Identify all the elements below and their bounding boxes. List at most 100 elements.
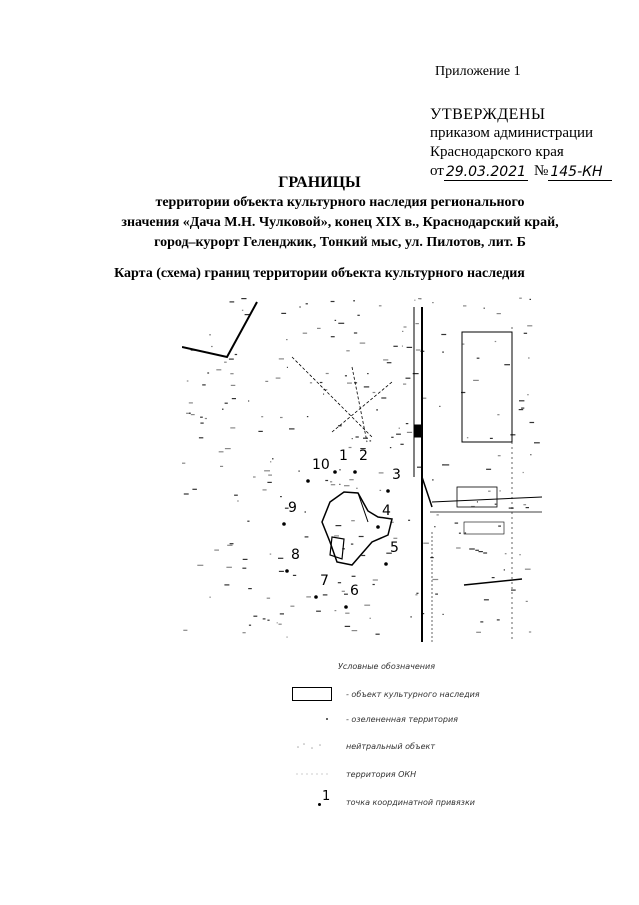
survey-mark	[353, 300, 355, 302]
survey-mark	[298, 470, 300, 472]
reference-point-marker	[282, 522, 286, 526]
reference-point-marker	[386, 489, 390, 493]
survey-mark	[330, 484, 336, 486]
heritage-object-outline	[321, 491, 393, 566]
survey-mark	[497, 455, 501, 457]
survey-mark	[353, 332, 358, 334]
survey-mark	[529, 421, 535, 424]
survey-mark	[182, 462, 186, 464]
survey-mark	[330, 336, 335, 338]
survey-mark	[222, 408, 224, 410]
survey-mark	[200, 416, 203, 418]
survey-mark	[458, 532, 461, 534]
legend-item-territory: территория ОКН	[292, 767, 416, 781]
survey-mark	[224, 584, 230, 586]
survey-mark	[378, 305, 382, 307]
legend-title: Условные обозначения	[338, 662, 436, 671]
approved-label: УТВЕРЖДЕНЫ	[430, 106, 546, 123]
survey-mark	[323, 393, 325, 395]
survey-mark	[344, 375, 347, 377]
survey-mark	[360, 448, 366, 450]
survey-mark	[261, 416, 264, 418]
survey-mark	[527, 325, 533, 327]
survey-mark	[359, 342, 366, 344]
survey-mark	[372, 391, 376, 394]
survey-mark	[473, 379, 479, 381]
survey-mark	[338, 322, 345, 324]
survey-mark	[462, 343, 465, 345]
survey-mark	[216, 369, 222, 371]
reference-point-marker	[384, 562, 388, 566]
survey-mark	[372, 579, 378, 581]
survey-mark	[386, 552, 392, 554]
survey-mark	[183, 629, 188, 631]
reference-point-marker	[344, 605, 348, 609]
survey-mark	[248, 624, 252, 626]
survey-mark	[248, 588, 252, 590]
survey-mark	[432, 479, 434, 481]
survey-mark	[496, 619, 500, 621]
survey-mark	[350, 543, 354, 545]
survey-mark	[330, 481, 333, 483]
legend-label: - объект культурного наследия	[346, 689, 480, 699]
survey-mark	[361, 554, 366, 557]
survey-mark	[476, 357, 480, 359]
survey-mark	[348, 446, 352, 449]
survey-mark	[498, 525, 501, 527]
survey-mark	[242, 632, 246, 634]
survey-mark	[528, 357, 530, 359]
survey-mark	[386, 362, 392, 364]
approval-block: УТВЕРЖДЕНЫ приказом администрации Красно…	[430, 105, 613, 181]
survey-mark	[253, 476, 256, 478]
survey-mark	[403, 383, 407, 385]
survey-mark	[224, 448, 231, 450]
survey-mark	[378, 472, 384, 474]
survey-mark	[483, 307, 485, 309]
survey-mark	[390, 521, 394, 523]
survey-mark	[214, 549, 219, 551]
survey-mark	[469, 548, 475, 550]
reference-point-label: 6	[350, 583, 359, 599]
survey-mark	[188, 402, 193, 404]
legend-point-label: 1	[322, 789, 331, 804]
legend-label: точка координатной привязки	[346, 797, 475, 807]
survey-mark	[418, 298, 422, 300]
survey-mark	[242, 567, 247, 569]
survey-mark	[405, 377, 411, 379]
survey-mark	[258, 430, 263, 432]
survey-mark	[499, 490, 501, 492]
reference-point-marker	[306, 479, 310, 483]
survey-mark	[461, 391, 466, 394]
document-subtitle: территории объекта культурного наследия …	[100, 193, 580, 253]
survey-mark	[211, 345, 213, 348]
survey-mark	[363, 437, 368, 439]
survey-mark	[503, 569, 505, 571]
survey-mark	[527, 394, 529, 396]
survey-mark	[207, 372, 210, 374]
survey-mark	[335, 525, 342, 527]
survey-mark	[525, 600, 528, 602]
survey-mark	[351, 575, 356, 577]
survey-mark	[518, 409, 524, 411]
survey-mark	[230, 427, 236, 429]
date-prefix: от	[430, 163, 444, 179]
survey-mark	[234, 353, 238, 356]
survey-mark	[435, 593, 438, 595]
survey-mark	[510, 434, 516, 436]
legend-item-green: - озелененная территория	[292, 712, 458, 726]
survey-mark	[415, 349, 421, 351]
appendix-label: Приложение 1	[435, 64, 521, 79]
survey-mark	[183, 493, 189, 495]
heritage-symbol	[292, 687, 332, 701]
survey-mark	[466, 437, 469, 439]
survey-mark	[436, 514, 439, 516]
survey-mark	[396, 433, 401, 435]
reference-point-label: 8	[291, 547, 300, 563]
reference-point-label: 1	[339, 448, 348, 464]
survey-mark	[519, 297, 522, 299]
survey-mark	[186, 380, 189, 382]
survey-mark	[511, 589, 516, 591]
subtitle-line-2: значения «Дача М.Н. Чулковой», конец XIX…	[121, 215, 559, 230]
survey-mark	[524, 568, 531, 570]
survey-mark	[530, 454, 532, 456]
